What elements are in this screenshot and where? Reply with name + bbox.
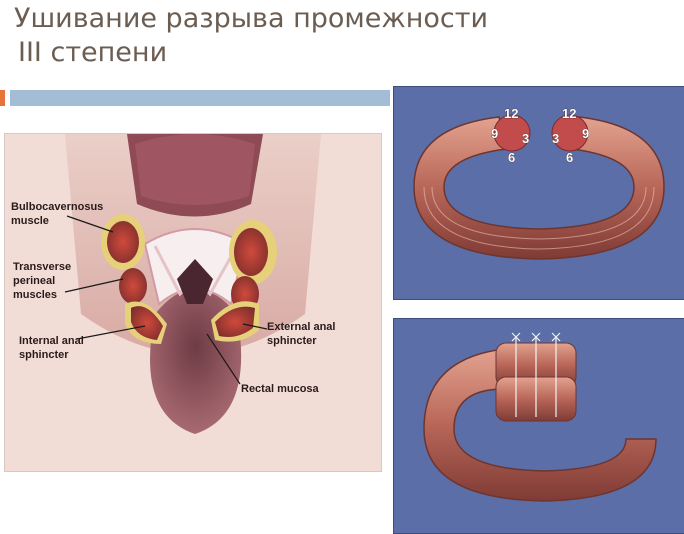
label-external-anal-1: External anal	[267, 321, 335, 333]
left-end-6: 6	[508, 150, 515, 165]
bulbocavernosus-muscle-right	[234, 228, 268, 276]
repaired-sphincter-svg	[423, 332, 657, 502]
label-bulbocavernosus-2: muscle	[11, 215, 49, 227]
title-accent-mark	[0, 90, 5, 106]
perineum-anatomy-illustration: Bulbocavernosus muscle Transverse perine…	[4, 133, 382, 472]
right-end-3: 3	[552, 131, 559, 146]
torn-end-left	[493, 114, 531, 152]
bulbocavernosus-muscle-left	[107, 221, 139, 263]
sphincter-ring-repaired	[423, 348, 657, 502]
external-sphincter-left	[131, 306, 163, 340]
repaired-sphincter-illustration	[393, 318, 684, 534]
label-transverse-2: perineal	[13, 275, 55, 287]
left-end-9: 9	[491, 126, 498, 141]
label-internal-anal-1: Internal anal	[19, 335, 84, 347]
sphincter-ring-torn	[413, 116, 665, 260]
label-transverse-1: Transverse	[13, 261, 71, 273]
anatomy-svg: Bulbocavernosus muscle Transverse perine…	[5, 134, 381, 471]
left-end-3: 3	[522, 131, 529, 146]
suture-lines	[511, 332, 561, 417]
label-external-anal-2: sphincter	[267, 335, 317, 347]
slide-title: Ушивание разрыва промежности III степени	[14, 2, 614, 70]
right-end-12: 12	[562, 106, 576, 121]
label-rectal-mucosa: Rectal mucosa	[241, 383, 320, 395]
right-end-9: 9	[582, 126, 589, 141]
left-end-12: 12	[504, 106, 518, 121]
torn-end-right	[551, 114, 589, 152]
label-bulbocavernosus-1: Bulbocavernosus	[11, 201, 103, 213]
anal-opening	[177, 259, 213, 304]
torn-sphincter-svg: 12 9 3 6 12 3 9 6	[413, 106, 665, 260]
right-end-6: 6	[566, 150, 573, 165]
external-sphincter-right	[215, 306, 255, 337]
transverse-perineal-left	[119, 268, 147, 304]
title-line-1: Ушивание разрыва промежности	[14, 3, 489, 34]
title-underline-bar	[10, 90, 390, 106]
label-transverse-3: muscles	[13, 289, 57, 301]
label-internal-anal-2: sphincter	[19, 349, 69, 361]
title-line-2: III степени	[18, 37, 168, 68]
torn-sphincter-illustration: 12 9 3 6 12 3 9 6	[393, 86, 684, 300]
